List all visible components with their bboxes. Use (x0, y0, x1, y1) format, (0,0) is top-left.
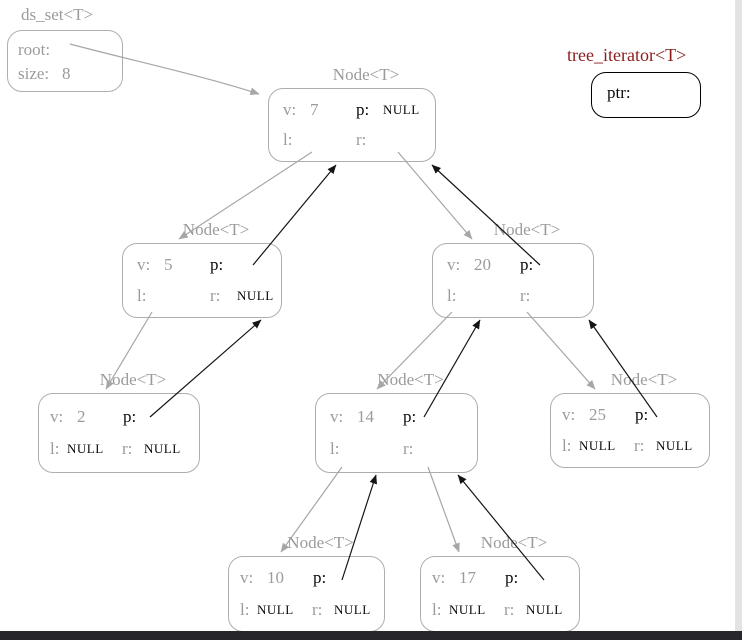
tree-node-17: Node<T> v: 17 p: l: NULL r: NULL (420, 532, 580, 632)
v-value: 7 (310, 99, 319, 119)
node-box: v: 10 p: l: NULL r: NULL (228, 556, 385, 632)
window-right-edge (735, 0, 742, 640)
tree-node-25: Node<T> v: 25 p: l: NULL r: NULL (550, 369, 710, 468)
v-value: 14 (357, 406, 374, 426)
v-label: v: (432, 568, 446, 588)
node-type-label: Node<T> (377, 370, 444, 389)
v-value: 20 (474, 255, 491, 274)
tree-iterator-struct: tree_iterator<T> ptr: (567, 44, 701, 118)
size-field-label: size: (18, 64, 50, 83)
v-label: v: (50, 406, 64, 426)
l-value: NULL (579, 438, 616, 453)
r-label: r: (356, 130, 367, 150)
l-value: NULL (449, 601, 486, 617)
node-box: v: 17 p: l: NULL r: NULL (420, 556, 580, 632)
tree-iterator-box: ptr: (591, 72, 701, 118)
ds-set-struct: ds_set<T> root: size: 8 (7, 4, 123, 92)
r-label: r: (403, 439, 414, 459)
tree-node-7: Node<T> v: 7 p: NULL l: r: (268, 64, 436, 162)
node-type-label: Node<T> (493, 220, 561, 239)
node-box: v: 14 p: l: r: (315, 393, 478, 473)
v-value: 5 (164, 255, 173, 274)
node-box: v: 25 p: l: NULL r: NULL (550, 393, 710, 468)
node-box: v: 2 p: l: NULL r: NULL (38, 393, 200, 473)
v-label: v: (330, 406, 344, 426)
p-value: NULL (383, 101, 420, 117)
v-label: v: (283, 99, 297, 119)
p-label: p: (356, 99, 370, 119)
r-label: r: (504, 599, 515, 619)
r-value: NULL (526, 601, 563, 617)
r-value: NULL (334, 601, 371, 617)
tree-node-10: Node<T> v: 10 p: l: NULL r: NULL (228, 532, 385, 632)
node-type-label: Node<T> (610, 370, 678, 389)
p-label: p: (403, 406, 417, 426)
r-label: r: (634, 436, 645, 455)
node-type-label: Node<T> (332, 65, 400, 84)
v-label: v: (240, 568, 254, 588)
r-value: NULL (656, 438, 693, 453)
p-label: p: (313, 568, 327, 588)
node-box: v: 5 p: l: r: NULL (122, 243, 282, 318)
ds-set-box: root: size: 8 (7, 30, 123, 92)
window-bottom-edge (0, 631, 742, 640)
tree-node-14: Node<T> v: 14 p: l: r: (315, 369, 478, 473)
node-type-label: Node<T> (480, 533, 548, 552)
ptr-field-label: ptr: (607, 83, 631, 102)
r-label: r: (210, 286, 221, 305)
l-label: l: (137, 286, 147, 305)
l-label: l: (447, 286, 457, 305)
size-field-value: 8 (62, 64, 71, 83)
node-box: v: 20 p: l: r: (432, 243, 594, 318)
v-value: 17 (459, 568, 476, 588)
r-label: r: (122, 439, 133, 459)
l-label: l: (330, 439, 340, 459)
node-box: v: 7 p: NULL l: r: (268, 88, 436, 162)
r-value: NULL (144, 441, 181, 457)
node-type-label: Node<T> (182, 220, 250, 239)
v-label: v: (447, 255, 461, 274)
p-label: p: (520, 255, 534, 274)
l-label: l: (432, 599, 442, 619)
v-value: 2 (77, 406, 86, 426)
tree-node-2: Node<T> v: 2 p: l: NULL r: NULL (38, 369, 200, 473)
v-label: v: (562, 405, 576, 424)
r-label: r: (520, 286, 531, 305)
p-label: p: (505, 568, 519, 588)
l-label: l: (50, 439, 60, 459)
ds-set-title: ds_set<T> (21, 5, 94, 24)
l-label: l: (283, 130, 293, 150)
r-label: r: (312, 599, 323, 619)
v-value: 10 (267, 568, 284, 588)
r-value: NULL (237, 288, 274, 303)
node-type-label: Node<T> (99, 370, 167, 389)
v-value: 25 (589, 405, 606, 424)
v-label: v: (137, 255, 151, 274)
root-field-label: root: (18, 40, 51, 59)
p-label: p: (210, 255, 224, 274)
p-label: p: (123, 406, 137, 426)
l-value: NULL (67, 441, 104, 457)
node-type-label: Node<T> (287, 533, 354, 552)
p-label: p: (635, 405, 649, 424)
tree-iterator-title: tree_iterator<T> (567, 45, 687, 65)
tree-node-20: Node<T> v: 20 p: l: r: (432, 219, 594, 318)
l-value: NULL (257, 601, 294, 617)
l-label: l: (240, 599, 250, 619)
l-label: l: (562, 436, 572, 455)
tree-node-5: Node<T> v: 5 p: l: r: NULL (122, 219, 282, 318)
